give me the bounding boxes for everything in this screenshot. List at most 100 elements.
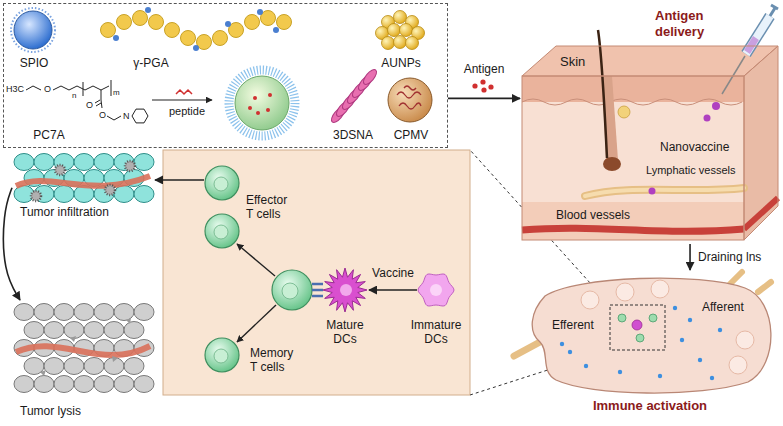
tumor-infiltrated: Tumor infiltration [12, 152, 155, 203]
text-slot: Vaccine [372, 266, 414, 280]
atom-label: n [72, 91, 76, 101]
zoom-panel [163, 150, 470, 395]
syringe [771, 5, 778, 9]
pga-chain [101, 23, 116, 38]
spio-particle [11, 8, 55, 52]
text-slot: Memory T cells [250, 346, 300, 375]
tumor-infiltrated-art [34, 154, 54, 171]
tumor-lysed-art [40, 370, 46, 376]
text-slot: SPIO [20, 56, 49, 70]
text-slot: CPMV [394, 128, 429, 142]
lymph-node-art [568, 350, 572, 354]
edge-label: Vaccine [372, 266, 414, 280]
tumor-lysed-art [14, 304, 154, 393]
text-slot: Immature DCs [405, 318, 467, 347]
lymph-node-art [698, 358, 702, 362]
node-outline [323, 268, 367, 312]
skin-label: Nanovaccine [660, 140, 729, 154]
skin-panel: SkinAntigen deliveryNanovaccineLymphatic… [520, 4, 780, 244]
skin-block [618, 106, 630, 118]
pc7a-structure [26, 86, 41, 90]
node-outline [323, 268, 367, 312]
node-shape [417, 271, 455, 309]
pga-dots [113, 7, 279, 51]
atom-label: O [99, 110, 106, 121]
nanovaccine-micelle [235, 76, 289, 130]
cell-label: Immature DCs [405, 318, 467, 347]
skin-block [585, 188, 744, 196]
cpmv-particle [397, 86, 421, 109]
skin-label: Antigen delivery [655, 8, 723, 39]
pga-chain [245, 15, 260, 30]
lymph-node-art [581, 280, 754, 374]
node-outline [205, 166, 239, 248]
text-slot: O [86, 100, 93, 111]
tumor-lysed-art [94, 304, 114, 321]
pga-chain [149, 15, 164, 30]
tumor-lysed-art [34, 304, 54, 321]
lymph-node-art [618, 314, 626, 322]
tumor-lysed-art [126, 318, 131, 324]
lymph-node-art [610, 305, 665, 350]
lymph-label: Afferent [702, 300, 744, 314]
node-shape [321, 267, 369, 313]
text-slot: γ-PGA [133, 56, 168, 70]
pga-chain [117, 15, 132, 30]
tumor-lysed-art [24, 322, 44, 339]
text-slot: AUNPs [381, 56, 420, 70]
skin-label: Skin [560, 54, 585, 70]
nanovaccine-micelle [266, 108, 270, 112]
pc7a-structure [107, 116, 121, 120]
gold-nanoparticles [406, 37, 419, 50]
pga-chain [101, 11, 292, 50]
connector-arrow [155, 179, 204, 181]
tumor-infiltrated-art [14, 154, 34, 171]
antigen-dots [488, 84, 493, 89]
tumor-lysed-art [112, 356, 118, 362]
lymph-node-art [514, 342, 540, 356]
text-slot: Nanovaccine [660, 140, 729, 154]
tumor-lysed-art [124, 358, 144, 375]
tumor-lysed-art [54, 304, 74, 321]
nanovaccine-micelle [248, 93, 272, 115]
nanovaccine-micelle [229, 70, 295, 136]
tumor-lysed: Tumor lysis [12, 300, 155, 400]
pga-chain [213, 31, 228, 46]
material-label: PC7A [33, 128, 64, 142]
text-slot: Immune activation [593, 398, 707, 414]
mature-dc: Mature DCs [321, 267, 369, 313]
lymph-node-art [736, 331, 754, 349]
node-outline [522, 46, 778, 76]
node-outline [418, 274, 454, 306]
tumor-lysed-art [134, 304, 154, 321]
syringe [746, 16, 770, 54]
text-slot: 3DSNA [333, 128, 373, 142]
pga-dots [257, 9, 263, 15]
tumor-infiltrated-art [14, 154, 154, 203]
pga-dots [225, 21, 231, 27]
tumor-infiltrated-art [55, 165, 65, 175]
dna-nanostructure [361, 68, 379, 87]
tumor-infiltrated-art [114, 186, 134, 203]
lymph-node-art [730, 272, 742, 284]
tumor-lysed-art [40, 318, 131, 376]
pga-dots [145, 7, 151, 13]
text-slot: O [44, 84, 51, 95]
node-outline [532, 278, 771, 393]
atom-label: O [86, 100, 93, 111]
node-outline [214, 349, 228, 363]
skin-block [704, 115, 711, 122]
tumor-lysed-art [44, 322, 64, 339]
text-slot: Skin [560, 54, 585, 70]
peptide-arrow [152, 99, 212, 100]
skin-block [522, 102, 744, 202]
cpmv-particle [388, 78, 432, 122]
pga-dots [273, 27, 279, 33]
skin-label: Blood vessels [556, 208, 630, 222]
lymph-node-art [729, 356, 747, 374]
tumor-infiltrated-art [105, 185, 115, 195]
node-outline [744, 46, 778, 240]
tumor-lysed-art [14, 304, 34, 321]
nanovaccine-micelle [248, 106, 252, 110]
